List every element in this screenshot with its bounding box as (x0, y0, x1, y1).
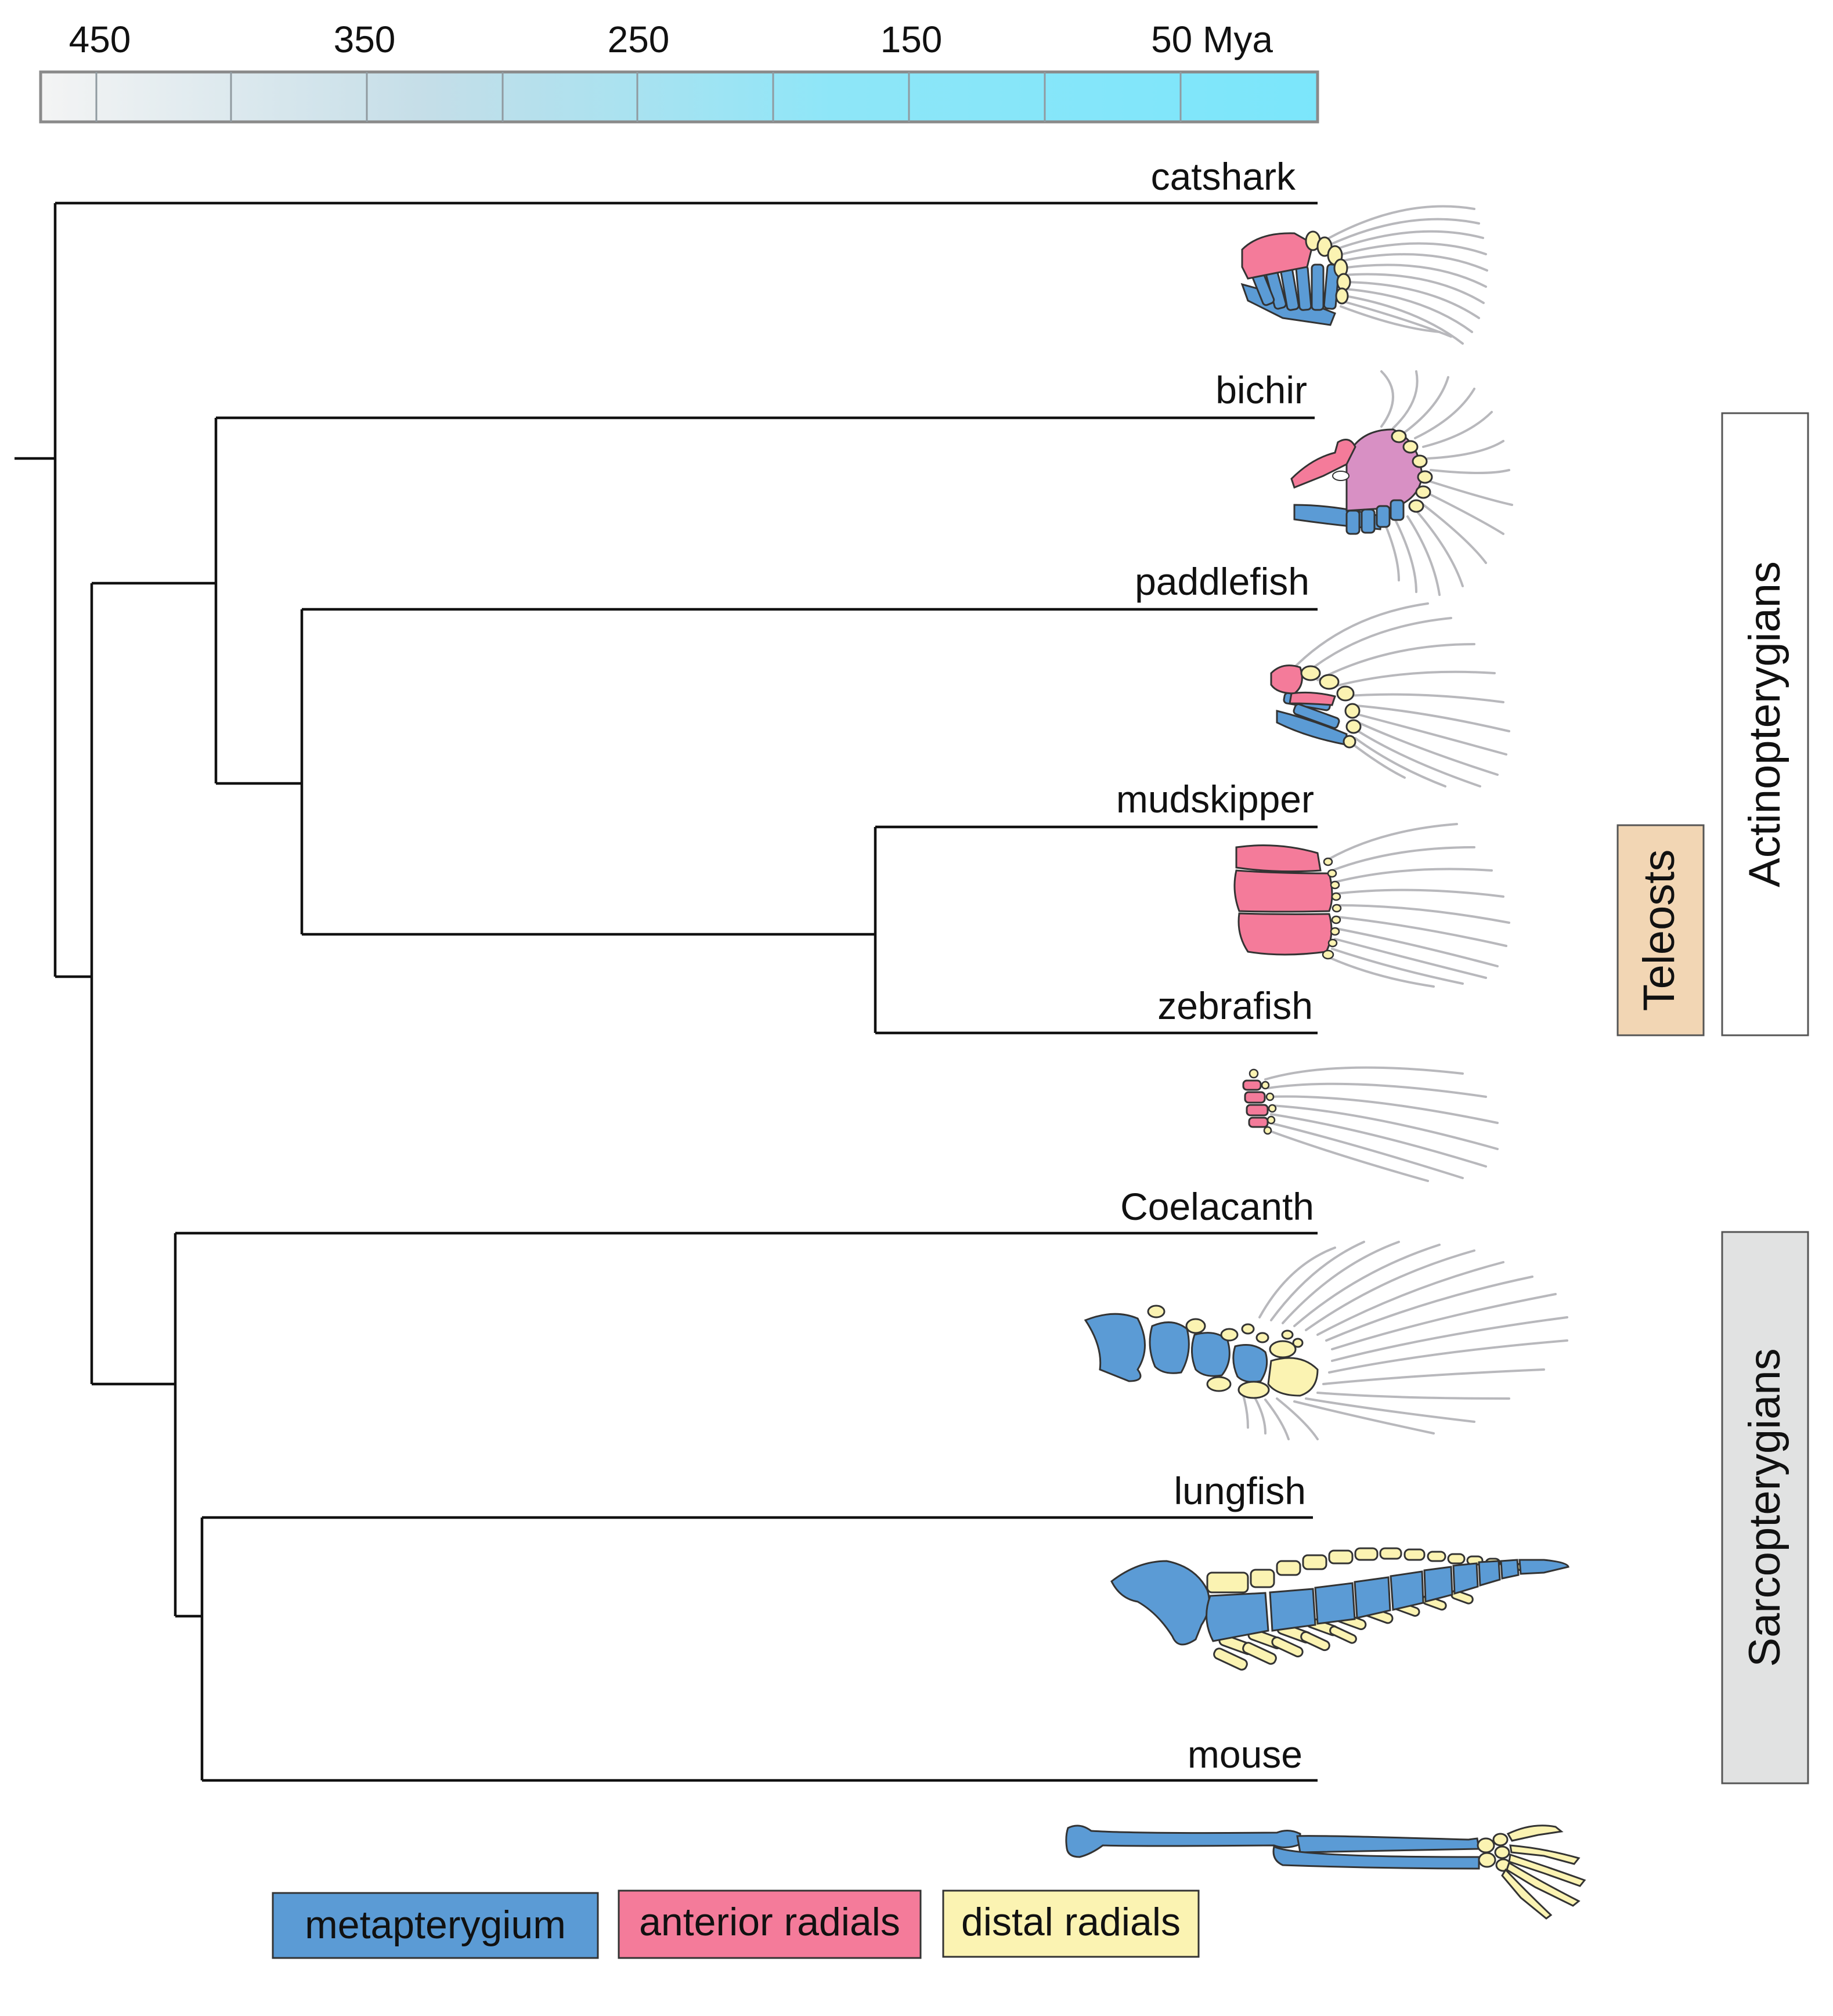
fin-distal-radials (1322, 857, 1342, 960)
mudskipper-fin-illustration (1233, 823, 1510, 988)
clade-label-teleosts: Teleosts (1634, 850, 1684, 1011)
fin-metapterygial-radials (1251, 263, 1340, 311)
timescale-tick-450: 450 (69, 19, 131, 60)
catshark-fin-illustration (1240, 205, 1488, 345)
phylogenetic-tree (15, 201, 1318, 1782)
fin-rays (1380, 370, 1513, 596)
taxon-label-bichir: bichir (1215, 368, 1307, 411)
fin-anterior-radial-1 (1235, 844, 1322, 873)
mouse-forelimb-illustration (1065, 1824, 1586, 1920)
legend-item-metapterygium: metapterygium (272, 1892, 599, 1959)
timescale-dividers (95, 72, 1182, 122)
fin-rays (1328, 205, 1488, 345)
legend-label-distal-radials: distal radials (961, 1900, 1181, 1944)
lungfish-fin-illustration (1110, 1547, 1569, 1671)
clade-box-teleosts: Teleosts (1616, 824, 1705, 1036)
zebrafish-fin-illustration (1242, 1066, 1499, 1182)
mouse-radius (1272, 1845, 1480, 1870)
coelacanth-fin-illustration (1084, 1241, 1568, 1440)
fin-rays (1328, 823, 1510, 988)
bichir-fin-illustration (1290, 370, 1513, 596)
fin-mesomere-1 (1084, 1313, 1146, 1382)
clade-box-actinopterygians: Actinopterygians (1721, 412, 1809, 1036)
mouse-ulna (1296, 1835, 1480, 1854)
timescale-tick-250: 250 (608, 19, 670, 60)
fin-metapterygium (1110, 1560, 1210, 1646)
timescale: 450 350 250 150 50 Mya (39, 19, 1319, 124)
fin-mesomere-4 (1232, 1344, 1268, 1383)
clade-label-actinopterygians: Actinopterygians (1740, 561, 1789, 887)
fin-anterior-radials (1270, 664, 1303, 695)
legend-label-metapterygium: metapterygium (305, 1903, 566, 1947)
mouse-humerus (1065, 1824, 1301, 1858)
fin-mesomere-2 (1149, 1321, 1190, 1374)
fin-anterior-radials (1290, 439, 1356, 489)
taxon-label-zebrafish: zebrafish (1157, 984, 1313, 1027)
legend-label-anterior-radials: anterior radials (639, 1900, 900, 1944)
fin-anterior-radials (1242, 1079, 1269, 1128)
fin-distal-radials (1305, 230, 1351, 305)
taxon-label-mouse: mouse (1188, 1733, 1302, 1776)
fin-distal-radials (1391, 429, 1433, 513)
mouse-autopod-distal (1477, 1824, 1586, 1920)
fin-anterior-radials (1241, 232, 1314, 280)
clade-label-sarcopterygians: Sarcopterygians (1740, 1348, 1789, 1667)
fin-anterior-radial-3 (1237, 912, 1333, 956)
taxon-label-coelacanth: Coelacanth (1120, 1185, 1314, 1228)
legend: metapterygium anterior radials distal ra… (272, 1889, 1200, 1959)
timescale-tick-350: 350 (334, 19, 396, 60)
fin-distal-radials (1147, 1305, 1319, 1399)
timescale-tick-50: 50 Mya (1151, 19, 1273, 60)
legend-item-anterior-radials: anterior radials (618, 1889, 922, 1959)
fin-mesomeres (1206, 1559, 1569, 1642)
fin-rays (1293, 602, 1510, 787)
taxon-label-catshark: catshark (1151, 155, 1296, 198)
taxon-label-paddlefish: paddlefish (1135, 560, 1309, 603)
fin-rays (1264, 1066, 1499, 1182)
paddlefish-fin-illustration (1270, 602, 1510, 787)
fin-anterior-radial-2 (1233, 869, 1333, 913)
clade-box-sarcopterygians: Sarcopterygians (1721, 1231, 1809, 1784)
fin-distal-radials (1249, 1068, 1277, 1135)
fin-distal-radials (1300, 665, 1362, 749)
legend-item-distal-radials: distal radials (942, 1889, 1200, 1958)
timescale-tick-150: 150 (881, 19, 943, 60)
fin-rays (1241, 1241, 1568, 1440)
timescale-bar (39, 70, 1319, 124)
taxon-label-lungfish: lungfish (1174, 1469, 1307, 1512)
taxon-label-mudskipper: mudskipper (1116, 778, 1314, 821)
fin-metapterygial-radials (1345, 499, 1405, 535)
